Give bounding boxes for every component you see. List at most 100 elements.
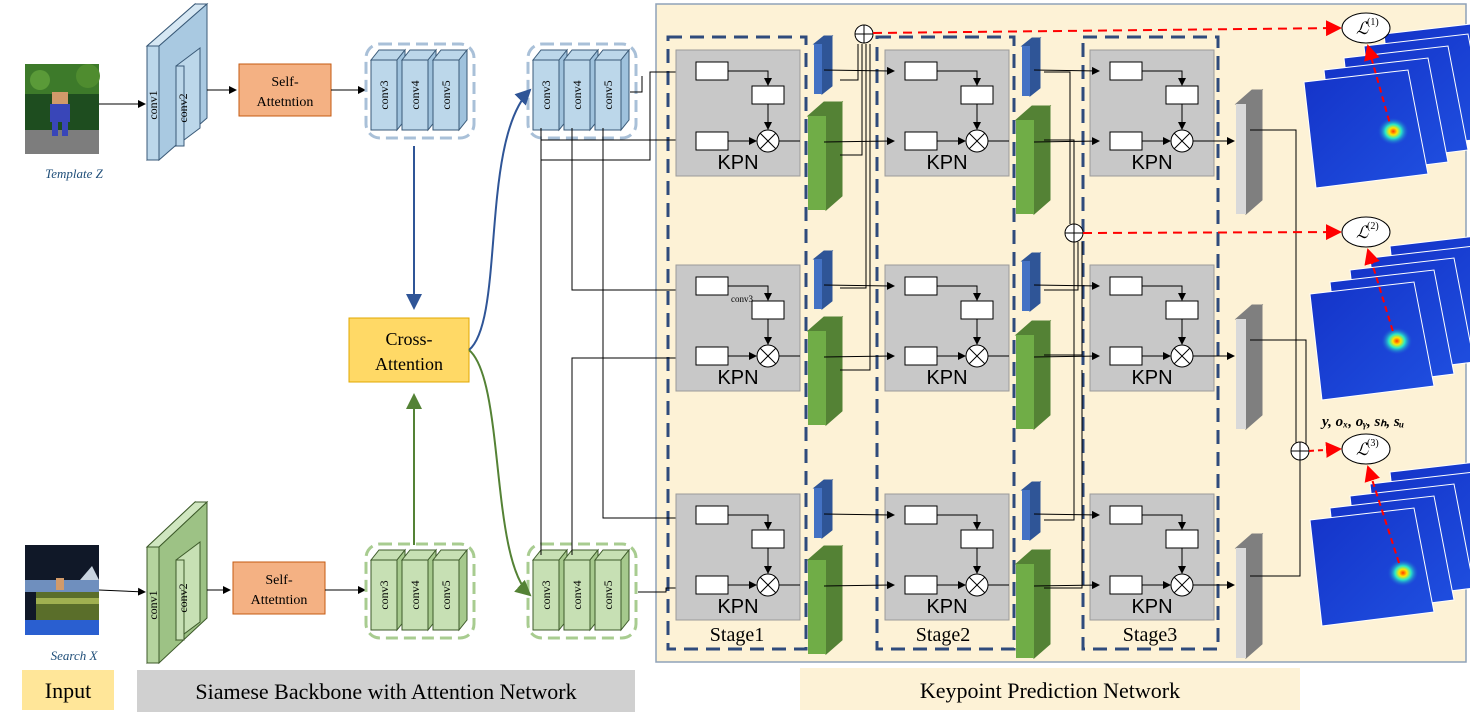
loss3-symbol: ℒ (1356, 440, 1369, 459)
loss1-superscript: (1) (1367, 17, 1379, 28)
loss1-node: ℒ (1) (1341, 12, 1391, 44)
blue-feature-map-r2-s2 (1020, 251, 1042, 313)
loss2-superscript: (2) (1367, 221, 1379, 232)
cross-attention-box: Cross- Attention (348, 317, 470, 383)
template-conv345-pre-conv3-label: conv3 (377, 80, 391, 109)
fusion-lines (840, 44, 1307, 589)
kpn-flow-arrow-12 (1033, 510, 1100, 519)
template-conv345-pre-conv5-block: conv5 (431, 48, 469, 132)
green-feature-map-r1-s1 (806, 100, 844, 212)
template-self-attention-line2: Attetntion (257, 95, 314, 110)
kpn-flow-arrow-2 (1033, 66, 1100, 75)
kpn-block-r2-s1: KPN (675, 264, 801, 392)
template-self-attention-box: Self- Attetntion (238, 63, 332, 117)
blue-feature-map-r3-s2 (1020, 480, 1042, 542)
heatmap-2-to-loss-arrow (1364, 248, 1394, 332)
output-map-r3 (1234, 532, 1264, 660)
cross-attention-to-template-features-curve (468, 88, 532, 351)
heatmap-3-layer-5 (1309, 507, 1435, 627)
search-conv2-label: conv2 (176, 583, 190, 612)
green-feature-map-r1-s2 (1014, 104, 1052, 216)
legend-backbone-swatch (137, 670, 635, 712)
kpn-block-r1-s2-label: KPN (926, 152, 967, 174)
template-conv345-post-conv3-label: conv3 (539, 80, 553, 109)
kpn-block-r2-s2: KPN (884, 264, 1010, 392)
kpn-block-r2-s1-label: KPN (717, 367, 758, 389)
template-conv345-post-conv4-block: conv4 (562, 48, 600, 132)
legend-kpn-label: Keypoint Prediction Network (920, 678, 1180, 703)
loss2-node: ℒ (2) (1341, 216, 1391, 248)
kpn-flow-arrow-11 (823, 581, 895, 590)
template-conv1-label: conv1 (146, 90, 160, 119)
heatmap-stack-1 (1303, 23, 1470, 189)
cross-attention-line2: Attention (375, 354, 443, 374)
kpn-flow-arrow-10 (823, 510, 895, 519)
stage1-label: Stage1 (710, 624, 764, 646)
heatmap-1-peak (1377, 117, 1410, 146)
stage3-dashed-box (1081, 35, 1220, 651)
kpn-flow-arrow-13 (1033, 581, 1100, 590)
search-conv345-post-group: conv3 conv4 conv5 (526, 542, 638, 640)
blue-feature-map-r3-s1 (812, 478, 834, 540)
legend-input-swatch (22, 670, 114, 710)
template-image (25, 64, 100, 154)
heatmap-stacks (1303, 23, 1470, 627)
template-conv2-layer (175, 47, 201, 147)
kpn-block-r1-s3-label: KPN (1131, 152, 1172, 174)
kpn-block-r1-s2: KPN (884, 49, 1010, 177)
heatmap-1-to-loss-arrow (1364, 44, 1391, 122)
kpn-small-conv-label: conv3 (731, 294, 753, 304)
blue-feature-map-r1-s1 (812, 34, 834, 96)
search-conv345-pre-conv5-block: conv5 (431, 548, 469, 632)
loss1-red-dashed-arrow (872, 20, 1342, 37)
legend-kpn-swatch (800, 668, 1300, 710)
stage1-dashed-box (666, 35, 808, 651)
search-conv345-post-conv3-label: conv3 (539, 580, 553, 609)
outputs-label: y, oₓ, oᵧ, sₕ, sᵤ (1320, 414, 1404, 430)
stage2-dashed-box (875, 35, 1016, 651)
template-conv345-post-conv5-block: conv5 (593, 48, 631, 132)
search-self-attention-box: Self- Attetntion (232, 561, 326, 615)
heatmap-stack-3 (1309, 462, 1470, 627)
stage3-label: Stage3 (1123, 624, 1177, 646)
loss1-symbol: ℒ (1356, 19, 1369, 38)
fusion-node-3 (1290, 441, 1310, 461)
template-conv345-pre-group: conv3 conv4 conv5 (364, 42, 476, 140)
search-conv345-post-conv4-label: conv4 (570, 580, 584, 609)
search-conv2-layer (175, 541, 201, 641)
heatmap-3-to-loss-arrow (1364, 465, 1400, 564)
green-feature-map-r2-s1 (806, 315, 844, 427)
template-conv345-pre-conv4-label: conv4 (408, 80, 422, 109)
kpn-flow-arrow-0 (823, 66, 895, 75)
routing-lines (540, 68, 695, 593)
loss2-symbol: ℒ (1356, 223, 1369, 242)
template-conv345-pre-conv5-label: conv5 (439, 80, 453, 109)
search-self-attention-line2: Attetntion (251, 593, 308, 608)
template-conv345-post-conv5-label: conv5 (601, 80, 615, 109)
output-map-r1 (1234, 88, 1264, 216)
search-conv345-post-conv4-block: conv4 (562, 548, 600, 632)
fusion-node-2 (1064, 223, 1084, 243)
legend-backbone-label: Siamese Backbone with Attention Network (195, 679, 576, 704)
heatmap-stack-2 (1309, 236, 1470, 401)
search-conv345-post-conv5-block: conv5 (593, 548, 631, 632)
search-conv345-pre-conv4-block: conv4 (400, 548, 438, 632)
search-to-conv1-arrow (98, 587, 146, 596)
heatmap-2-layer-5 (1309, 281, 1435, 401)
search-conv345-pre-conv5-label: conv5 (439, 580, 453, 609)
search-self-attention-line1: Self- (265, 573, 293, 588)
kpn-block-r1-s3: KPN (1089, 49, 1215, 177)
template-conv2-label: conv2 (176, 93, 190, 122)
search-conv1-label: conv1 (146, 590, 160, 619)
kpn-block-r2-s2-label: KPN (926, 367, 967, 389)
legend-input-label: Input (45, 678, 91, 703)
template-conv345-pre-conv4-block: conv4 (400, 48, 438, 132)
fusion-node-1 (854, 24, 874, 44)
search-conv345-pre-conv4-label: conv4 (408, 580, 422, 609)
heatmap-1-layer-5 (1303, 69, 1429, 189)
